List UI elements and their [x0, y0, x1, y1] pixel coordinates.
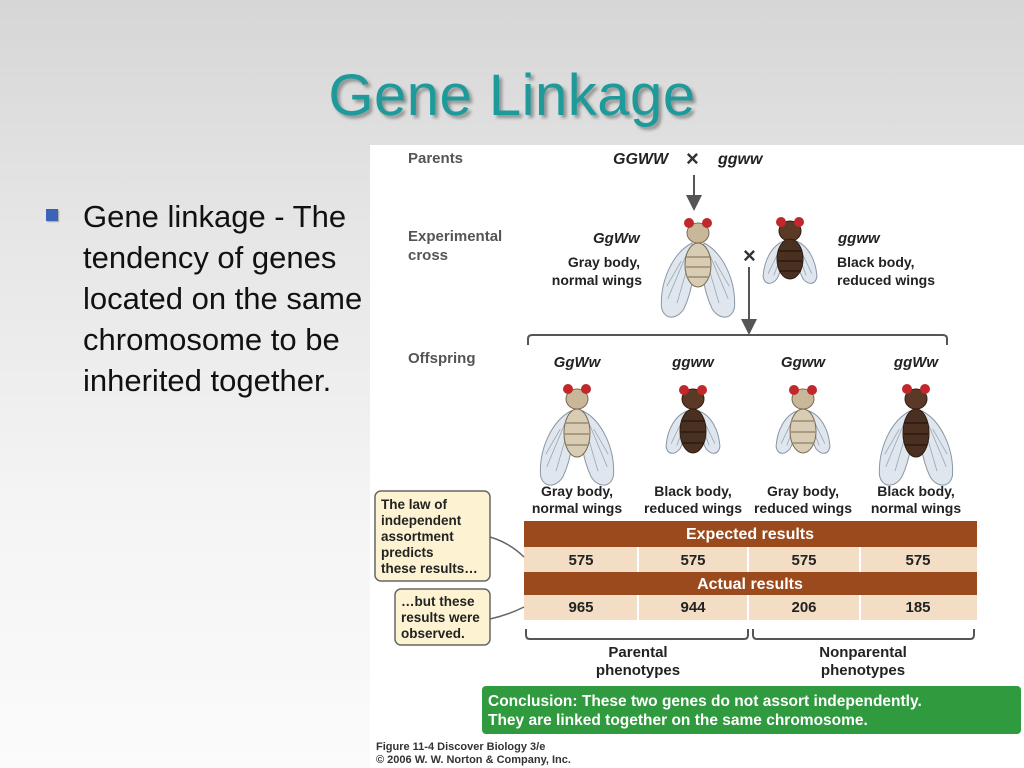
offspring-label: Offspring: [408, 350, 476, 367]
offspring4-genotype: ggWw: [893, 354, 939, 371]
callout-observed: …but these results were observed.: [394, 588, 525, 646]
bullet-text: Gene linkage - The tendency of genes loc…: [83, 199, 363, 398]
cross-fly1-phenotype-2: normal wings: [552, 272, 642, 288]
experimental-label-line2: cross: [408, 247, 448, 264]
nonparental-bracket: [752, 629, 975, 640]
expected-value-4: 575: [905, 552, 930, 569]
cross-fly1-genotype: GgWw: [593, 230, 641, 247]
offspring1-illustration: [534, 384, 620, 489]
actual-value-2: 944: [680, 599, 706, 616]
expected-header-bar: [524, 521, 977, 547]
offspring3-illustration: [772, 385, 834, 457]
conclusion-box: Conclusion: These two genes do not assor…: [482, 686, 1021, 734]
offspring1-genotype: GgWw: [554, 354, 602, 371]
cross-fly2-phenotype-1: Black body,: [837, 254, 915, 270]
caption-line2: © 2006 W. W. Norton & Company, Inc.: [376, 754, 571, 766]
expected-header: Expected results: [686, 526, 814, 543]
callout-law-line2: independent: [381, 513, 462, 528]
caption-line1: Figure 11-4 Discover Biology 3/e: [376, 741, 545, 753]
callout-observed-line2: results were: [401, 610, 480, 625]
actual-value-4: 185: [905, 599, 930, 616]
actual-header-bar: [524, 572, 977, 595]
offspring1-phenotype-1: Gray body,: [541, 483, 613, 499]
cross-symbol-1: ×: [686, 146, 699, 171]
cross-symbol-2: ×: [743, 243, 756, 268]
actual-header: Actual results: [697, 576, 803, 593]
expected-value-2: 575: [680, 552, 705, 569]
callout-observed-line3: observed.: [401, 626, 465, 641]
offspring2-phenotype-1: Black body,: [654, 483, 732, 499]
nonparental-label-1: Nonparental: [819, 644, 907, 661]
actual-value-1: 965: [568, 599, 593, 616]
expected-value-1: 575: [568, 552, 593, 569]
offspring3-phenotype-2: reduced wings: [754, 500, 852, 516]
callout-law-line4: predicts: [381, 545, 434, 560]
callout-law-line5: these results…: [381, 561, 478, 576]
actual-row: [524, 595, 977, 620]
results-table: Expected results 575 575 575 575 Actual …: [524, 521, 977, 620]
genetics-figure: Parents GGWW × ggww Experimental cross G…: [370, 145, 1024, 768]
offspring2-genotype: ggww: [671, 354, 715, 371]
offspring3-genotype: Ggww: [781, 354, 826, 371]
cross-fly1-illustration: [655, 218, 741, 321]
cross-fly2-genotype: ggww: [837, 230, 881, 247]
cross-fly2-phenotype-2: reduced wings: [837, 272, 935, 288]
offspring3-phenotype-1: Gray body,: [767, 483, 839, 499]
conclusion-line2: They are linked together on the same chr…: [488, 712, 868, 729]
experimental-label-line1: Experimental: [408, 228, 502, 245]
offspring4-phenotype-2: normal wings: [871, 500, 961, 516]
callout-observed-line1: …but these: [401, 594, 475, 609]
parents-label: Parents: [408, 150, 463, 167]
parental-bracket: [525, 629, 749, 640]
offspring1-phenotype-2: normal wings: [532, 500, 622, 516]
offspring4-illustration: [873, 384, 959, 489]
parent1-genotype: GGWW: [613, 151, 670, 168]
parent2-genotype: ggww: [717, 151, 764, 168]
expected-row: [524, 547, 977, 572]
callout-law-line1: The law of: [381, 497, 448, 512]
offspring2-phenotype-2: reduced wings: [644, 500, 742, 516]
offspring-bracket: [527, 334, 948, 345]
conclusion-line1: Conclusion: These two genes do not assor…: [488, 693, 922, 710]
expected-value-3: 575: [791, 552, 816, 569]
callout-law-line3: assortment: [381, 529, 454, 544]
cross-fly2-illustration: [759, 217, 821, 287]
offspring4-phenotype-1: Black body,: [877, 483, 955, 499]
actual-value-3: 206: [791, 599, 816, 616]
parental-label-1: Parental: [608, 644, 667, 661]
bullet-square-icon: [46, 209, 58, 221]
slide-title: Gene Linkage: [328, 63, 696, 128]
cross-fly1-phenotype-1: Gray body,: [568, 254, 640, 270]
parental-label-2: phenotypes: [596, 662, 680, 679]
nonparental-label-2: phenotypes: [821, 662, 905, 679]
callout-independent-assortment: The law of independent assortment predic…: [374, 490, 525, 582]
offspring2-illustration: [662, 385, 724, 457]
